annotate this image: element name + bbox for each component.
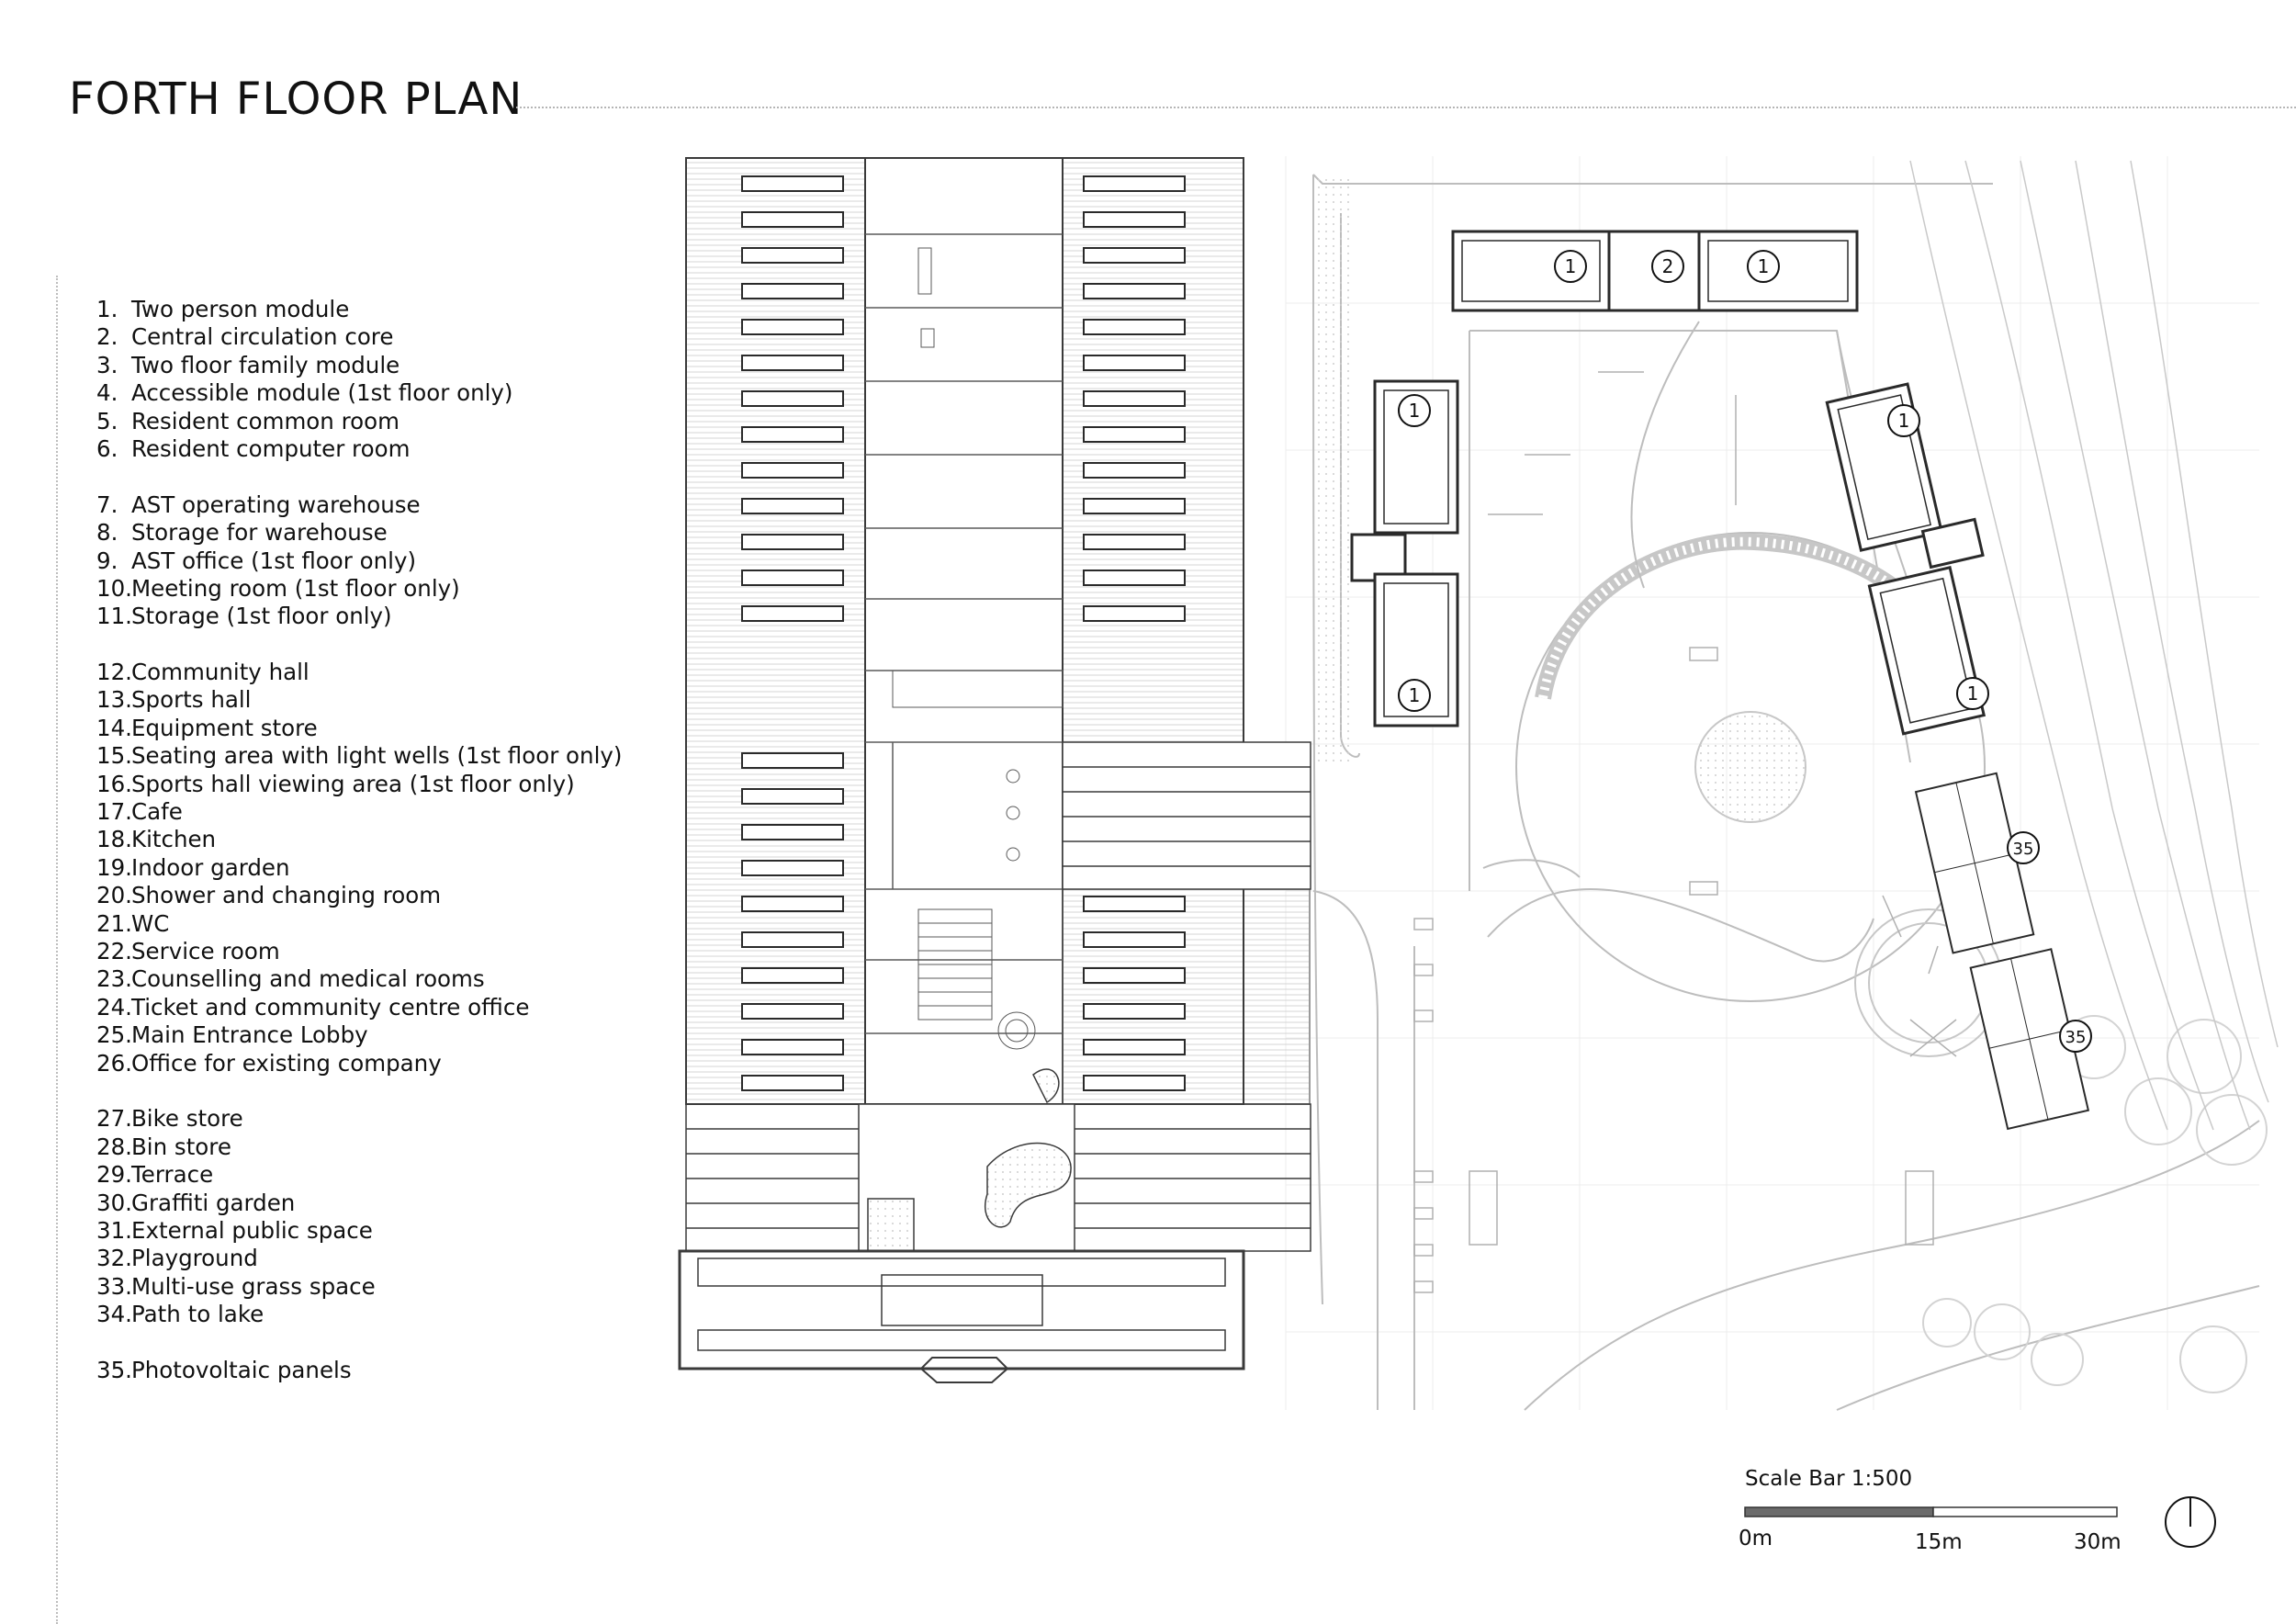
legend-item: 9.AST office (1st floor only) [96,547,417,574]
tag-module-1 [1747,250,1780,283]
title-divider [516,107,2296,108]
legend-item: 19.Indoor garden [96,853,290,881]
scale-label-0: 0m [1739,1527,1773,1551]
legend-item: 22.Service room [96,937,280,964]
legend-item: 31.External public space [96,1216,373,1244]
room-legend: 1.Two person module 2.Central circulatio… [96,296,622,1384]
tag-label: 2 [1662,255,1674,277]
legend-item: 4.Accessible module (1st floor only) [96,379,513,407]
tag-label: 1 [1898,410,1910,432]
legend-item: 24.Ticket and community centre office [96,993,530,1021]
legend-item: 32.Playground [96,1245,258,1272]
landscape [1312,160,2279,1411]
plan-tags [1398,250,2092,1053]
tag-module-1 [1398,679,1431,712]
legend-item: 28.Bin store [96,1133,231,1160]
legend-item: 15.Seating area with light wells (1st fl… [96,742,623,770]
legend-item: 3.Two floor family module [96,351,400,378]
legend-item: 1.Two person module [96,296,350,322]
tag-pv-35 [2059,1020,2092,1053]
scale-bar [1744,1506,2118,1517]
legend-item: 25.Main Entrance Lobby [96,1021,368,1049]
legend-divider [56,276,58,1624]
tag-pv-35 [2007,831,2040,864]
tag-label: 1 [1409,684,1421,706]
tag-module-1 [1956,677,1989,710]
tag-label: 1 [1565,255,1577,277]
roof-strip-west [685,157,866,1105]
legend-item: 34.Path to lake [96,1301,264,1328]
legend-item: 16.Sports hall viewing area (1st floor o… [96,770,575,797]
north-arrow-icon [2165,1496,2216,1548]
tag-module-1 [1554,250,1587,283]
legend-item: 21.WC [96,909,170,937]
scale-title: Scale Bar 1:500 [1745,1467,1913,1491]
legend-item: 2.Central circulation core [96,323,394,351]
legend-item: 23.Counselling and medical rooms [96,965,485,993]
legend-item: 30.Graffiti garden [96,1189,296,1216]
tag-label: 1 [1409,400,1421,422]
legend-item: 17.Cafe [96,798,183,826]
tag-module-1 [1887,404,1920,437]
tag-core-2 [1651,250,1684,283]
legend-item: 18.Kitchen [96,826,217,853]
tag-label: 1 [1967,682,1979,705]
legend-item: 35.Photovoltaic panels [96,1356,352,1383]
tag-label: 1 [1758,255,1770,277]
drawing-title: FORTH FLOOR PLAN [69,73,523,125]
scale-label-15: 15m [1915,1530,1963,1554]
tag-label: 35 [2013,840,2034,859]
legend-item: 7.AST operating warehouse [96,491,421,518]
legend-item: 11.Storage (1st floor only) [96,603,392,630]
legend-item: 13.Sports hall [96,686,252,714]
legend-item: 27.Bike store [96,1105,243,1133]
legend-item: 8.Storage for warehouse [96,519,388,547]
legend-item: 10.Meeting room (1st floor only) [96,574,460,602]
roof-strip-east [1062,157,1244,1105]
legend-item: 6.Resident computer room [96,434,411,462]
legend-item: 5.Resident common room [96,407,400,434]
legend-item: 12.Community hall [96,659,310,686]
scale-label-30: 30m [2074,1530,2122,1554]
legend-item: 29.Terrace [96,1161,214,1189]
legend-item: 14.Equipment store [96,714,318,741]
legend-item: 26.Office for existing company [96,1049,442,1077]
tag-label: 35 [2065,1028,2087,1047]
legend-item: 33.Multi-use grass space [96,1272,376,1300]
main-building [678,157,1311,1383]
tag-module-1 [1398,394,1431,427]
legend-item: 20.Shower and changing room [96,882,442,909]
